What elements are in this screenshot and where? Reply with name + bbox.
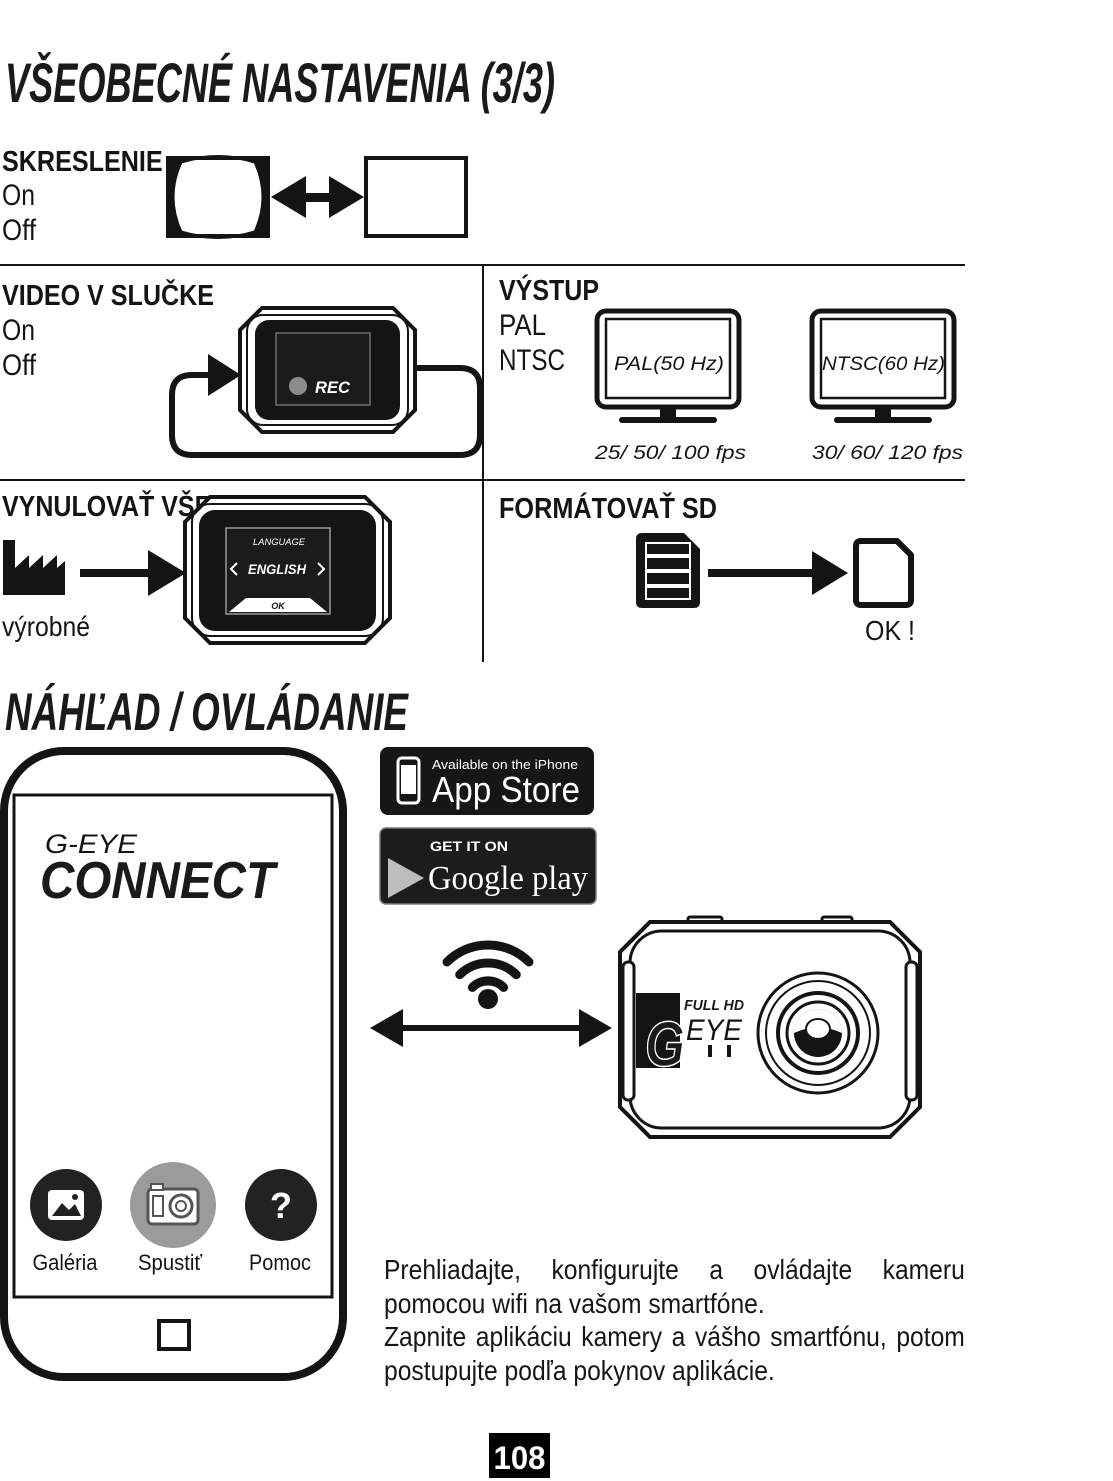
lens-icon xyxy=(756,971,880,1095)
description-line: Prehliadajte, konfigurujte a ovládajte k… xyxy=(384,1254,965,1285)
double-arrow-icon xyxy=(271,176,364,218)
gallery-button: Galéria xyxy=(30,1169,102,1275)
loop-video-heading: VIDEO V SLUČKE xyxy=(2,278,214,312)
ntsc-monitor-label: NTSC(60 Hz) xyxy=(822,354,945,375)
gallery-icon xyxy=(48,1190,84,1220)
loop-video-option-off: Off xyxy=(2,349,37,382)
google-play-caption: GET IT ON xyxy=(430,838,508,854)
loop-video-option-on: On xyxy=(2,314,35,347)
screen-ok-label: OK xyxy=(271,601,286,611)
description-line: pomocou wifi na vašom smartfóne. xyxy=(384,1288,765,1319)
app-store-name: App Store xyxy=(432,769,580,810)
output-option-pal: PAL xyxy=(499,309,546,342)
output-heading: VÝSTUP xyxy=(499,273,599,307)
home-button-icon xyxy=(157,1319,191,1351)
output-option-ntsc: NTSC xyxy=(499,344,565,377)
normal-frame-icon xyxy=(364,156,468,238)
arrow-right-icon xyxy=(80,550,186,596)
factory-label: výrobné xyxy=(2,611,90,642)
camera-logo: G FULL HD EYE xyxy=(636,993,744,1081)
camera-icon xyxy=(146,1183,200,1226)
wifi-icon xyxy=(442,940,534,1009)
launch-button: Spustiť xyxy=(130,1162,216,1275)
app-store-caption: Available on the iPhone xyxy=(432,757,578,772)
help-label: Pomoc xyxy=(249,1250,311,1275)
google-play-badge: GET IT ON Google play xyxy=(379,827,597,905)
help-button: ? Pomoc xyxy=(245,1169,317,1275)
monitor-icon: NTSC(60 Hz) xyxy=(809,308,957,423)
launch-label: Spustiť xyxy=(138,1250,203,1275)
screen-ok-button xyxy=(229,598,327,612)
camera-icon: LANGUAGE ENGLISH OK xyxy=(183,495,392,645)
distortion-option-on: On xyxy=(2,179,35,212)
chevron-left-icon xyxy=(229,562,238,576)
monitor-icon: PAL(50 Hz) xyxy=(594,308,742,423)
camera-logo-main: EYE xyxy=(686,1014,743,1047)
camera-icon: REC xyxy=(238,306,417,434)
pal-fps-label: 25/ 50/ 100 fps xyxy=(594,443,747,464)
google-play-name: Google play xyxy=(428,860,588,897)
sd-card-empty-icon xyxy=(853,538,914,608)
smartphone: G-EYE CONNECT Galéria Spustiť xyxy=(0,747,347,1381)
double-arrow-icon xyxy=(370,1009,612,1047)
camera-logo-top: FULL HD xyxy=(684,997,744,1014)
factory-icon xyxy=(3,540,65,595)
page-number-badge: 108 xyxy=(489,1433,550,1478)
loop-arrow-icon xyxy=(169,354,483,458)
sd-card-full-icon xyxy=(636,533,700,608)
rec-label: REC xyxy=(315,378,351,397)
section-title-preview: NÁHĽAD / OVLÁDANIE xyxy=(5,682,409,742)
format-sd-heading: FORMÁTOVAŤ SD xyxy=(499,491,717,525)
app-store-badge: Available on the iPhone App Store xyxy=(380,747,594,815)
distortion-option-off: Off xyxy=(2,214,37,247)
pal-monitor-label: PAL(50 Hz) xyxy=(614,354,724,375)
camera-logo-letter: G xyxy=(645,1008,685,1080)
play-triangle-icon xyxy=(388,858,424,898)
gallery-label: Galéria xyxy=(33,1250,99,1275)
arrow-right-icon xyxy=(708,551,848,595)
record-dot-icon xyxy=(289,377,307,395)
chevron-right-icon xyxy=(317,562,326,576)
ntsc-fps-label: 30/ 60/ 120 fps xyxy=(812,443,964,464)
screen-language-title: LANGUAGE xyxy=(253,537,306,547)
help-icon: ? xyxy=(270,1185,292,1226)
action-camera: G FULL HD EYE xyxy=(618,915,922,1139)
iphone-icon xyxy=(396,756,421,805)
description-line: postupujte podľa pokynov aplikácie. xyxy=(384,1355,775,1386)
section-title-general: VŠEOBECNÉ NASTAVENIA (3/3) xyxy=(5,51,555,114)
app-brand-top: G-EYE xyxy=(45,829,138,859)
format-result-label: OK ! xyxy=(865,615,915,646)
distortion-heading: SKRESLENIE : xyxy=(2,146,178,178)
screen-language-value: ENGLISH xyxy=(248,561,307,577)
page-number: 108 xyxy=(494,1440,546,1476)
barrel-distortion-icon xyxy=(166,155,270,239)
app-brand-main: CONNECT xyxy=(40,852,279,910)
description-line: Zapnite aplikáciu kamery a vášho smartfó… xyxy=(384,1321,965,1352)
